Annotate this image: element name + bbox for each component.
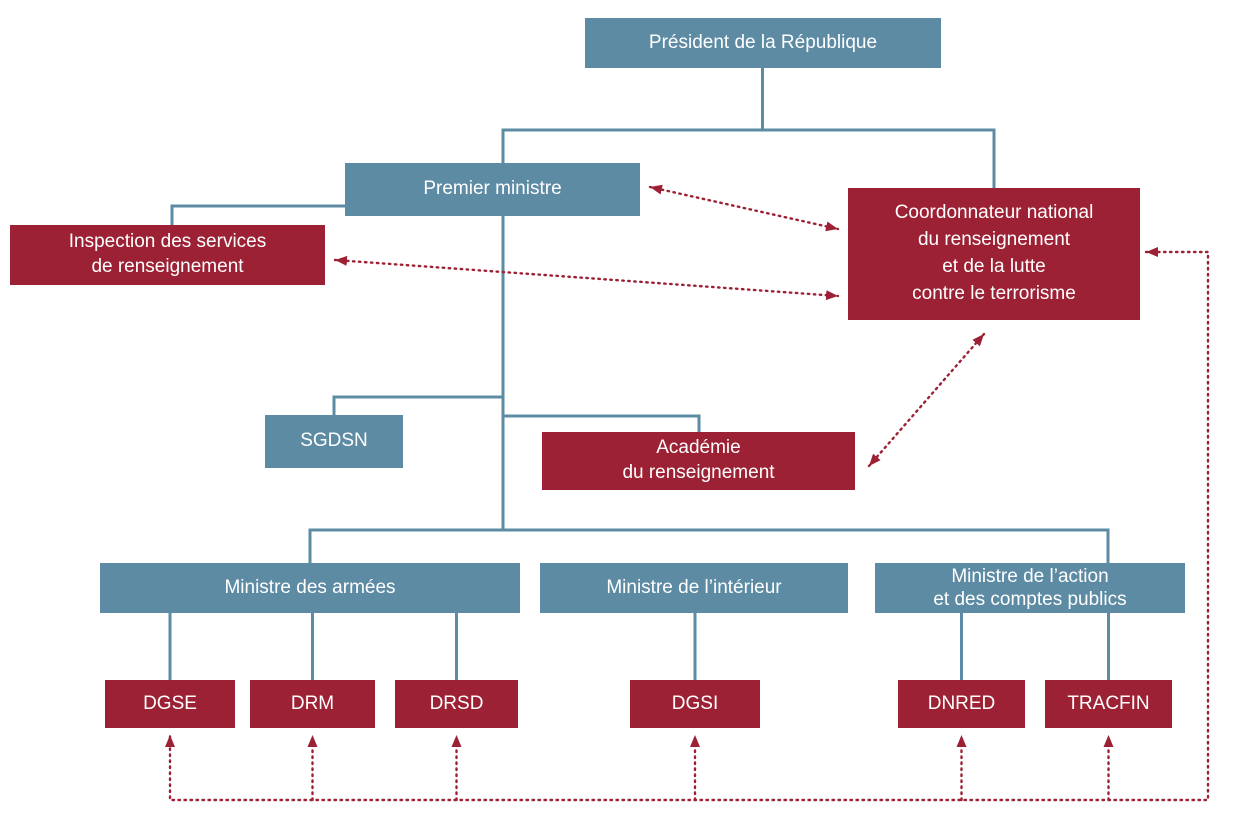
node-ministre-interieur-label: Ministre de l’intérieur: [606, 576, 782, 598]
line-academie-elbow: [503, 414, 701, 432]
node-dgse-label: DGSE: [143, 692, 197, 714]
node-dgse: DGSE: [105, 680, 235, 728]
node-dgsi-label: DGSI: [671, 692, 719, 714]
node-coordonnateur: Coordonnateur national du renseignement …: [848, 188, 1140, 320]
node-ministre-action-label: Ministre de l’action et des comptes publ…: [933, 565, 1127, 610]
node-dnred-label: DNRED: [927, 692, 996, 714]
node-ministre-armees-label: Ministre des armées: [224, 576, 396, 598]
arrow-agencies-coordonnateur-loop: [165, 247, 1210, 802]
node-inspection-label: Inspection des services de renseignement: [68, 231, 267, 277]
node-tracfin: TRACFIN: [1045, 680, 1172, 728]
node-drsd-label: DRSD: [429, 692, 484, 714]
node-president-label: Président de la République: [648, 31, 878, 53]
node-academie: Académie du renseignement: [542, 432, 855, 490]
node-sgdsn-label: SGDSN: [300, 430, 368, 452]
node-dnred: DNRED: [898, 680, 1025, 728]
node-ministre-action: Ministre de l’action et des comptes publ…: [875, 563, 1185, 613]
line-sgdsn-elbow: [332, 395, 503, 415]
line-ministers-bus: [308, 528, 1110, 563]
node-drm: DRM: [250, 680, 375, 728]
node-premier-ministre-label: Premier ministre: [423, 178, 562, 200]
arrow-premier-coordonnateur: [648, 184, 840, 232]
line-inspection-elbow: [170, 204, 345, 225]
line-top-bus: [501, 128, 996, 188]
node-ministre-interieur: Ministre de l’intérieur: [540, 563, 848, 613]
node-academie-label: Académie du renseignement: [622, 437, 775, 483]
node-dgsi: DGSI: [630, 680, 760, 728]
arrow-inspection-coordonnateur: [333, 255, 840, 301]
node-drm-label: DRM: [290, 692, 335, 714]
node-sgdsn: SGDSN: [265, 415, 403, 468]
node-inspection: Inspection des services de renseignement: [10, 225, 325, 285]
node-tracfin-label: TRACFIN: [1067, 692, 1150, 714]
node-coordonnateur-label: Coordonnateur national du renseignement …: [894, 202, 1094, 304]
node-premier-ministre: Premier ministre: [345, 163, 640, 216]
node-drsd: DRSD: [395, 680, 518, 728]
arrow-academie-coordonnateur: [867, 332, 986, 468]
node-president: Président de la République: [585, 18, 941, 68]
node-ministre-armees: Ministre des armées: [100, 563, 520, 613]
